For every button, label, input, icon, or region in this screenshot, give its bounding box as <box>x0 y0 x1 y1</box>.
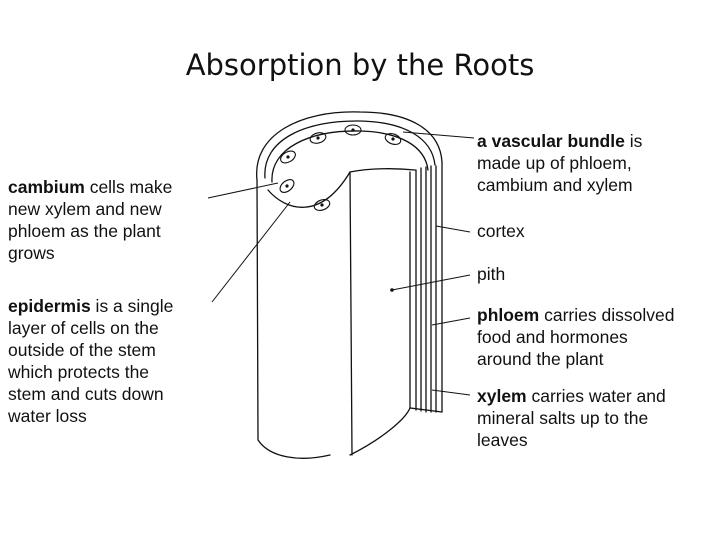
label-cortex: cortex <box>477 221 525 241</box>
label-pith: pith <box>477 264 506 284</box>
stem-left-edge <box>256 179 331 459</box>
pointer-cortex <box>435 225 471 233</box>
vascular-bundle-5 <box>279 179 295 193</box>
cut-face-edge <box>267 171 351 208</box>
cut-face-right <box>349 168 416 173</box>
page-title: Absorption by the Roots <box>185 48 535 82</box>
vascular-bundle-1 <box>280 150 296 164</box>
label-vascular-bundle-term: a vascular bundle <box>477 131 625 151</box>
pointer-xylem <box>431 389 471 396</box>
stem-outer-wall <box>256 111 443 181</box>
label-phloem: phloem carries dissolved food and hormon… <box>477 305 675 369</box>
vascular-bundle-2 <box>309 132 327 144</box>
label-xylem-term: xylem <box>477 386 527 406</box>
pointer-vascular-bundle <box>402 131 475 139</box>
pointer-epidermis <box>211 201 291 303</box>
vascular-bundle-4 <box>384 133 402 145</box>
label-epidermis: epidermis is a single layer of cells on … <box>8 296 174 426</box>
label-vascular-bundle: a vascular bundle is made up of phloem, … <box>477 131 643 195</box>
vascular-bundle-3 <box>344 124 362 136</box>
label-phloem-term: phloem <box>477 305 540 325</box>
pointer-pith <box>391 274 471 291</box>
epidermis-ring <box>264 120 436 179</box>
label-epidermis-term: epidermis <box>8 296 91 316</box>
pointer-cambium <box>207 182 279 199</box>
label-xylem: xylem carries water and mineral salts up… <box>477 386 666 450</box>
cut-face-front <box>349 171 353 456</box>
pointer-phloem <box>431 317 471 326</box>
label-cambium-term: cambium <box>8 177 85 197</box>
strip-bottom <box>349 407 443 456</box>
label-cambium: cambium cells make new xylem and new phl… <box>8 177 173 263</box>
vascular-bundle-6 <box>313 199 331 211</box>
cortex-ring <box>271 130 429 183</box>
